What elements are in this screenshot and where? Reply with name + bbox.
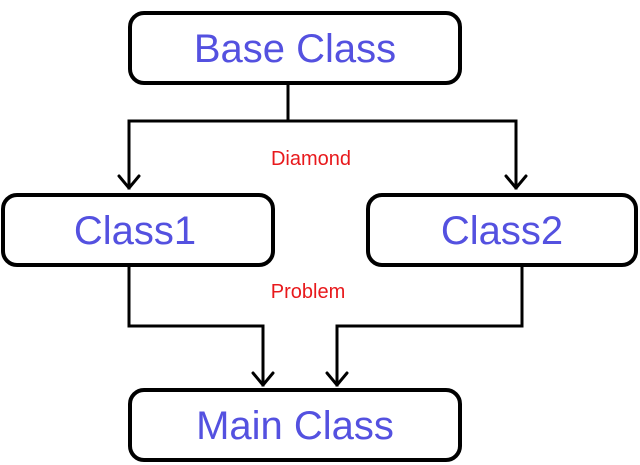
connectors [127, 82, 524, 387]
node-main-class-label: Main Class [196, 404, 394, 448]
node-main-class-box [128, 388, 462, 462]
arrowhead-class2 [504, 174, 528, 190]
arrowhead-main-left [251, 371, 275, 387]
annotation-diamond: Diamond [271, 148, 351, 170]
node-class2-label: Class2 [441, 209, 563, 253]
node-base-class: Base Class [128, 11, 462, 85]
node-class2-box [366, 193, 638, 267]
annotation-problem: Problem [271, 281, 345, 303]
node-base-class-box [128, 11, 462, 85]
node-class1-box [1, 193, 275, 267]
node-class2: Class2 [366, 193, 638, 267]
node-class1-label: Class1 [74, 209, 196, 253]
arrowhead-class1 [117, 174, 141, 190]
edge-class1-to-main [127, 262, 265, 387]
node-base-class-label: Base Class [194, 27, 396, 71]
arrowhead-main-right [325, 371, 349, 387]
node-main-class: Main Class [128, 388, 462, 462]
node-class1: Class1 [1, 193, 275, 267]
edge-class2-to-main [335, 262, 524, 387]
arrowheads [117, 174, 528, 387]
